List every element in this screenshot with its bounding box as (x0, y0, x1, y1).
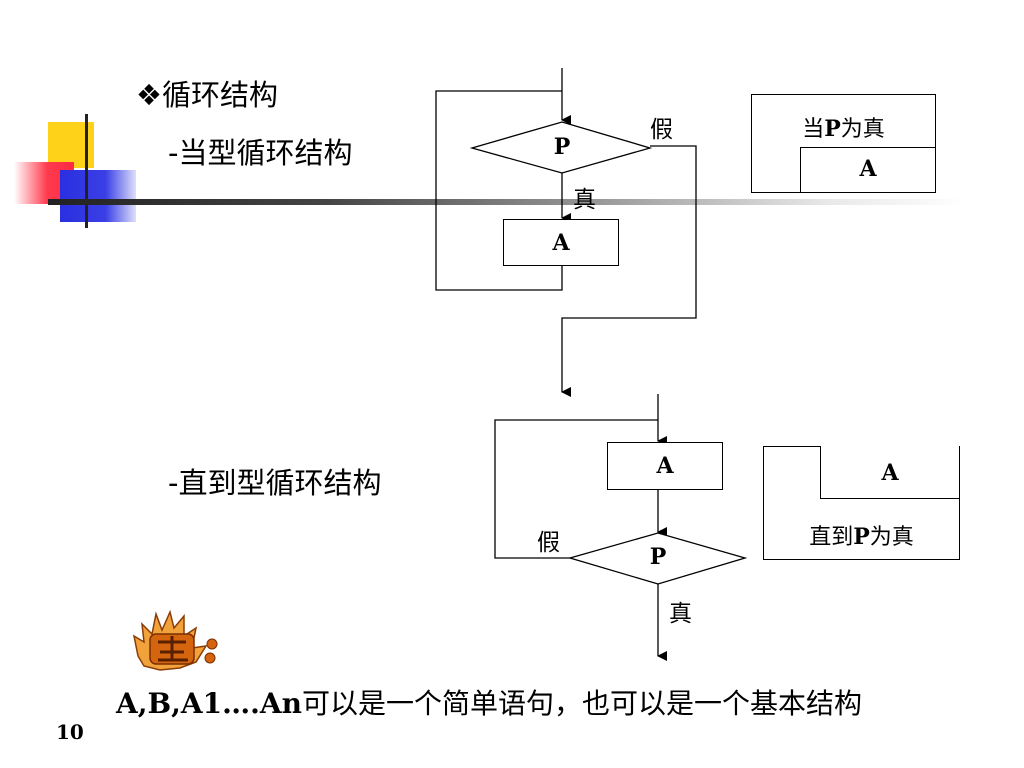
while-false-exit-arrow (561, 145, 697, 397)
while-ns-body-label: A (859, 156, 877, 182)
while-ns-condition: 当P为真 (802, 116, 885, 142)
title-text: 循环结构 (162, 78, 279, 112)
page-number: 10 (56, 720, 84, 744)
until-ns-body-label: A (881, 460, 899, 486)
decor-vertical-line (85, 114, 88, 228)
footer-text: 可以是一个简单语句，也可以是一个基本结构 (301, 687, 862, 720)
until-ns-diagram: A 直到P为真 (763, 446, 960, 560)
while-process-label: A (552, 230, 570, 256)
while-loop-heading: -当型循环结构 (168, 136, 353, 170)
until-ns-condition: 直到P为真 (809, 524, 914, 550)
decor-horizontal-rule (48, 199, 968, 205)
while-false-label: 假 (650, 117, 673, 143)
until-ns-body: A (820, 446, 959, 499)
while-ns-diagram: 当P为真 A (751, 94, 936, 193)
until-process-label: A (656, 453, 674, 479)
while-condition-diamond (469, 121, 653, 174)
while-true-label: 真 (573, 187, 596, 213)
until-condition-label: P (649, 544, 667, 570)
until-loop-heading: -直到型循环结构 (168, 466, 382, 500)
while-loop-back-line (435, 90, 563, 291)
decor-blue-square (60, 170, 136, 222)
until-condition-diamond (567, 532, 748, 585)
while-condition-label: P (553, 134, 571, 160)
while-process-box: A (503, 219, 619, 266)
until-loop-back-line (494, 419, 658, 559)
slide-title: ❖循环结构 (136, 72, 278, 114)
while-ns-body: A (800, 147, 935, 192)
title-bullet-icon: ❖ (136, 78, 162, 112)
footer-note: A,B,A1….An可以是一个简单语句，也可以是一个基本结构 (116, 682, 862, 722)
footer-items: A,B,A1….An (116, 687, 302, 720)
until-true-label: 真 (669, 601, 692, 627)
until-process-box: A (607, 442, 723, 490)
until-false-label: 假 (537, 530, 560, 556)
